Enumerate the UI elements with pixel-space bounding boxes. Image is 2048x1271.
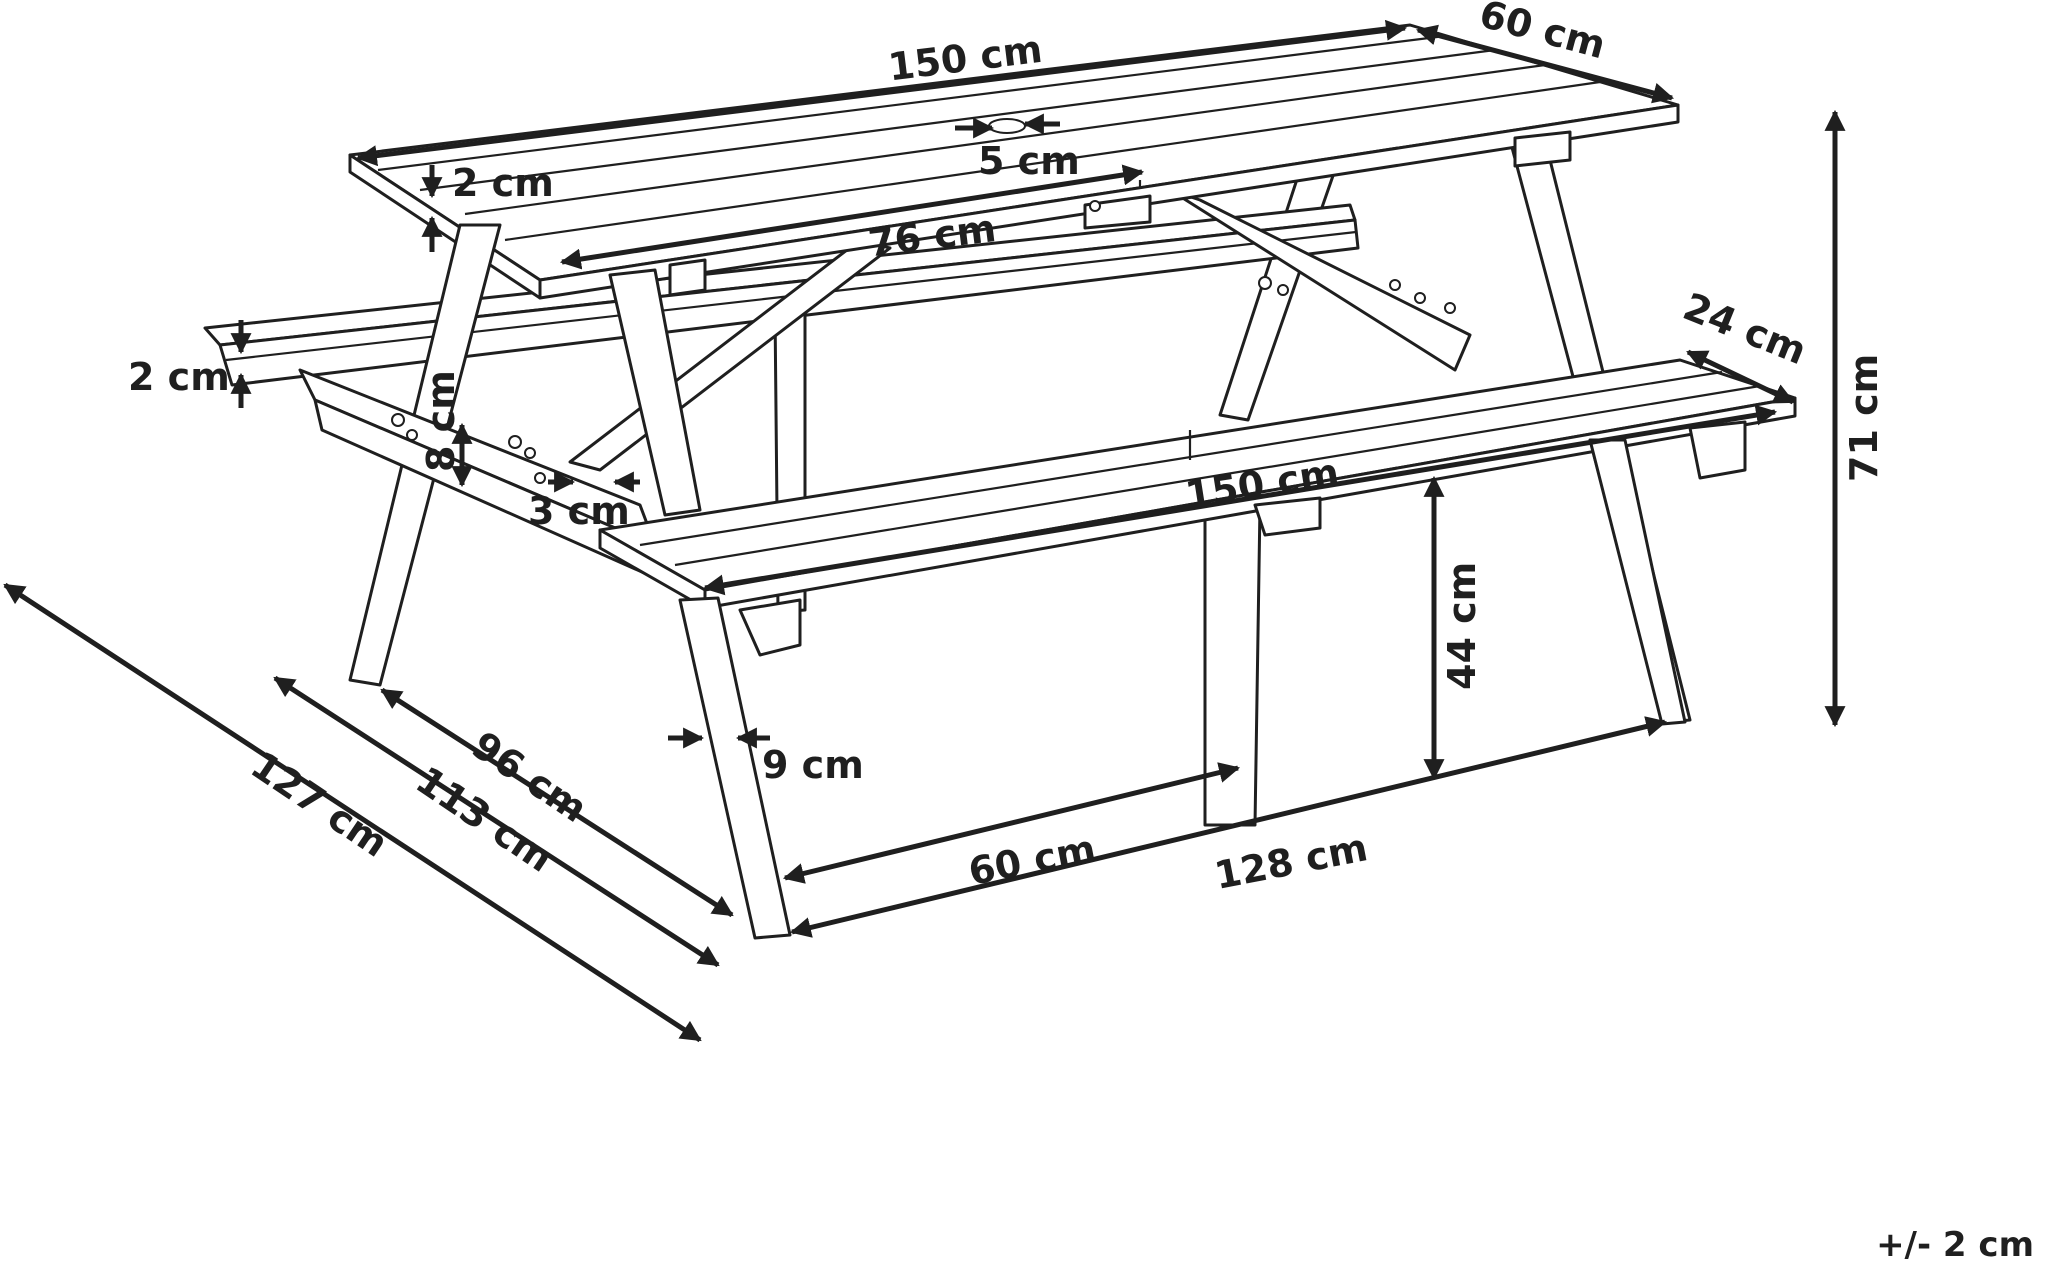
label-frame-height: 8 cm: [419, 370, 463, 472]
label-seat-height: 44 cm: [1440, 562, 1484, 690]
label-frame-thickness: 3 cm: [528, 489, 630, 533]
label-bench-thickness: 2 cm: [128, 355, 230, 399]
label-umbrella-hole: 5 cm: [978, 139, 1080, 183]
label-bench-width: 24 cm: [1677, 284, 1812, 373]
label-top-thickness: 2 cm: [452, 161, 554, 205]
dimension-lines: [3, 19, 1846, 1043]
label-leg-width: 9 cm: [762, 743, 864, 787]
label-outer-leg-span: 128 cm: [1211, 825, 1371, 898]
tolerance-note: +/- 2 cm: [1876, 1225, 2034, 1265]
label-depth-127: 127 cm: [243, 743, 396, 866]
label-inner-leg-span: 60 cm: [965, 826, 1099, 894]
label-total-height: 71 cm: [1842, 354, 1886, 482]
